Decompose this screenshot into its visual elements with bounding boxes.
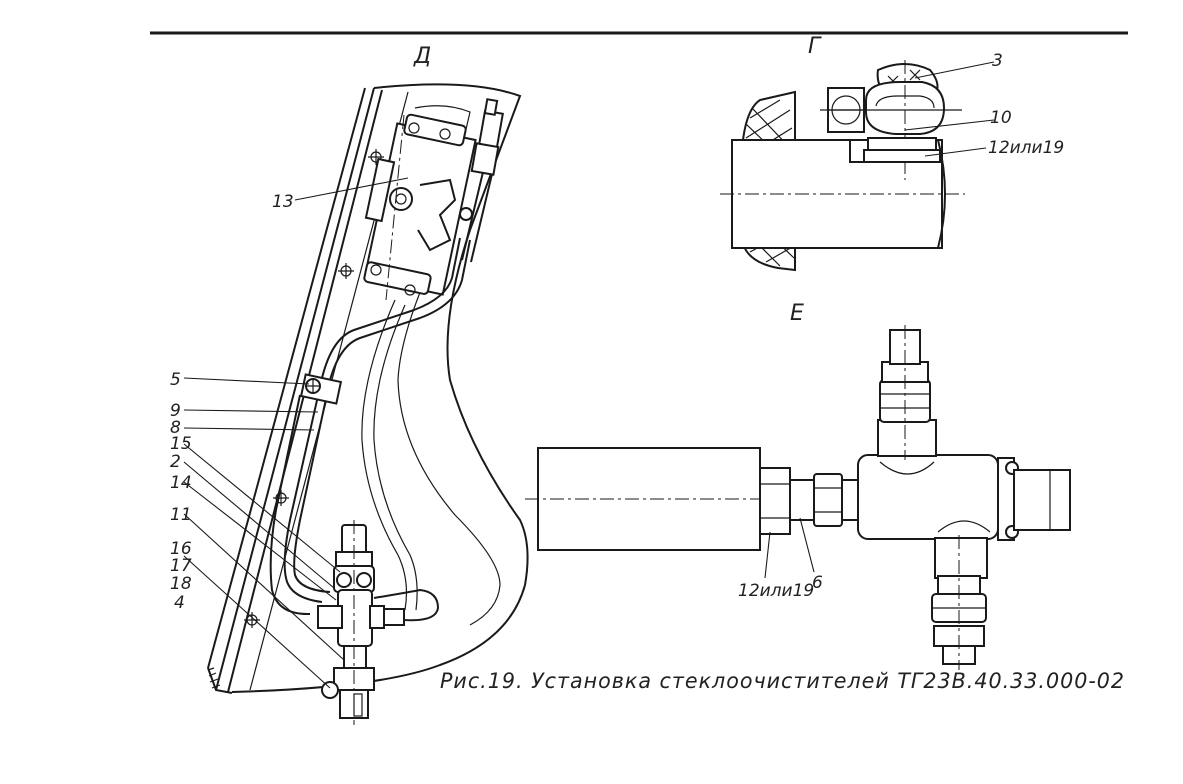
callout-11: 11 (170, 505, 192, 525)
pillar-holes (244, 149, 384, 628)
callout-4: 4 (174, 593, 185, 613)
callout-g-3: 3 (992, 51, 1003, 71)
leaders-d (183, 177, 409, 689)
callout-5: 5 (170, 370, 181, 390)
callout-15: 15 (170, 434, 192, 454)
view-label-g: Г (808, 34, 822, 59)
wiper-motor-13 (363, 113, 477, 301)
view-label-d: Д (413, 44, 431, 69)
view-e-drawing (525, 325, 1075, 670)
callout-17: 17 (170, 556, 192, 576)
callout-2: 2 (170, 452, 181, 472)
callout-g-10: 10 (990, 108, 1012, 128)
callout-8: 8 (170, 418, 181, 438)
figure-caption: Рис.19. Установка стеклоочистителей ТГ23… (440, 669, 1125, 693)
callout-e-6: 6 (812, 573, 823, 593)
callout-g-12or19: 12или19 (988, 138, 1064, 158)
view-label-e: Е (790, 301, 804, 326)
view-d-drawing (183, 83, 529, 725)
callout-e-12or19: 12или19 (738, 581, 814, 601)
tee-valve-assembly (317, 520, 440, 725)
callout-13: 13 (272, 192, 294, 212)
callout-9: 9 (170, 401, 181, 421)
view-g-drawing (720, 60, 995, 272)
callout-16: 16 (170, 539, 192, 559)
clamp-5 (299, 373, 343, 405)
callout-18: 18 (170, 574, 192, 594)
callout-14: 14 (170, 473, 192, 493)
motor-fitting (459, 98, 504, 263)
